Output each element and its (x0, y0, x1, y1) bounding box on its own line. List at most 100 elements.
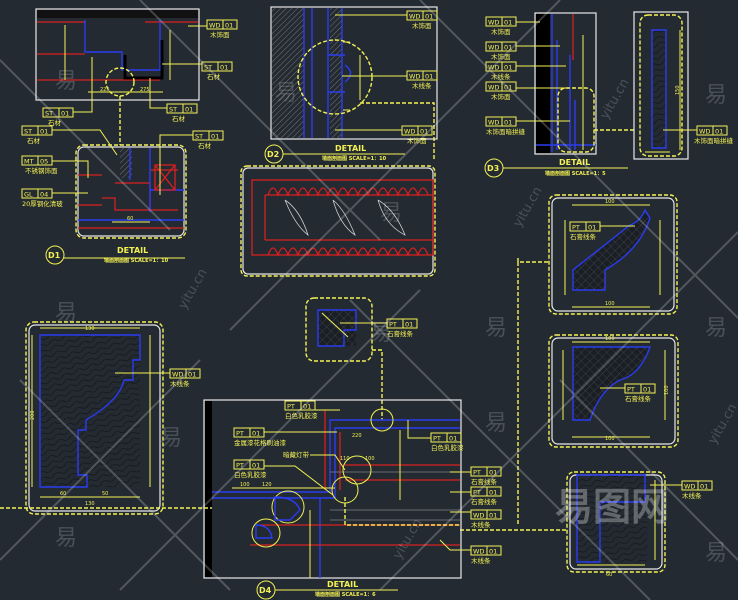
detail-d1: 225 275 60 D1 DETAIL 墙面剖面图 SCALE=1：10 (35, 8, 200, 265)
svg-text:WD: WD (488, 84, 499, 92)
svg-text:GL: GL (24, 191, 33, 199)
svg-text:WD: WD (488, 64, 499, 72)
svg-text:PT: PT (287, 403, 295, 411)
dimension: 130 (85, 501, 95, 507)
svg-text:01: 01 (700, 483, 708, 491)
svg-text:01: 01 (252, 430, 260, 438)
svg-text:石膏线条: 石膏线条 (471, 497, 498, 506)
svg-text:WD: WD (409, 73, 420, 81)
svg-text:01: 01 (504, 84, 512, 92)
svg-text:易: 易 (485, 411, 507, 436)
dimension: 60 (127, 216, 133, 222)
svg-text:易: 易 (55, 69, 77, 94)
dimension: 100 (605, 336, 615, 342)
detail-callout-circle (297, 39, 373, 115)
svg-text:WD: WD (473, 512, 484, 520)
svg-text:yitu.cn: yitu.cn (705, 401, 738, 447)
svg-text:石材: 石材 (48, 118, 62, 127)
svg-text:易: 易 (55, 301, 77, 326)
d3-section-frame (534, 12, 597, 155)
svg-text:01: 01 (252, 462, 260, 470)
dimension: 130 (85, 326, 95, 332)
dimension: 100 (664, 385, 670, 395)
detail-scale: 墙面剖面图 SCALE=1：6 (315, 591, 376, 598)
svg-text:01: 01 (425, 13, 433, 21)
svg-text:MT: MT (24, 158, 34, 166)
svg-text:WD: WD (488, 119, 499, 127)
svg-text:01: 01 (504, 19, 512, 27)
svg-text:01: 01 (715, 128, 723, 136)
svg-text:木线条: 木线条 (412, 81, 432, 90)
svg-text:木饰面暗拼缝: 木饰面暗拼缝 (694, 136, 734, 145)
watermark-logo: 易图网 (555, 485, 669, 529)
detail-d3: 150 D3 DETAIL 墙面剖面图 SCALE=1：5 (484, 11, 689, 178)
svg-text:01: 01 (40, 128, 48, 136)
svg-text:01: 01 (449, 435, 457, 443)
small-profile-detail (305, 297, 383, 420)
svg-text:木饰面暗拼缝: 木饰面暗拼缝 (486, 127, 526, 136)
svg-text:PT: PT (572, 224, 580, 232)
svg-text:20厚钢化清玻: 20厚钢化清玻 (22, 199, 63, 208)
svg-text:WD: WD (488, 44, 499, 52)
svg-text:PT: PT (627, 386, 635, 394)
d3-enlarged-frame (639, 14, 683, 157)
detail-title: DETAIL (335, 144, 366, 153)
detail-id: D4 (259, 586, 272, 595)
svg-text:ST: ST (45, 110, 53, 118)
svg-text:WD: WD (404, 128, 415, 136)
svg-text:木饰面: 木饰面 (491, 92, 511, 101)
detail-d4: 220 110 100 120 100 D4 DETAIL 墙面剖面图 SCAL… (0, 399, 462, 600)
svg-text:WD: WD (473, 548, 484, 556)
svg-text:易: 易 (380, 201, 402, 226)
svg-text:05: 05 (40, 158, 48, 166)
svg-text:01: 01 (643, 386, 651, 394)
dimension: 110 (340, 456, 350, 462)
svg-text:01: 01 (211, 133, 219, 141)
detail-marker-d1 (45, 245, 65, 265)
svg-text:yitu.cn: yitu.cn (510, 184, 545, 230)
svg-text:01: 01 (188, 371, 196, 379)
dimension: 275 (140, 87, 150, 93)
svg-text:易: 易 (705, 316, 727, 341)
svg-text:WD: WD (172, 371, 183, 379)
svg-text:01: 01 (489, 469, 497, 477)
svg-text:易: 易 (160, 426, 182, 451)
svg-text:04: 04 (40, 191, 48, 199)
dimension: 100 (365, 456, 375, 462)
ceiling-slab (37, 10, 198, 18)
svg-text:木饰面: 木饰面 (210, 30, 230, 39)
svg-text:易: 易 (485, 316, 507, 341)
